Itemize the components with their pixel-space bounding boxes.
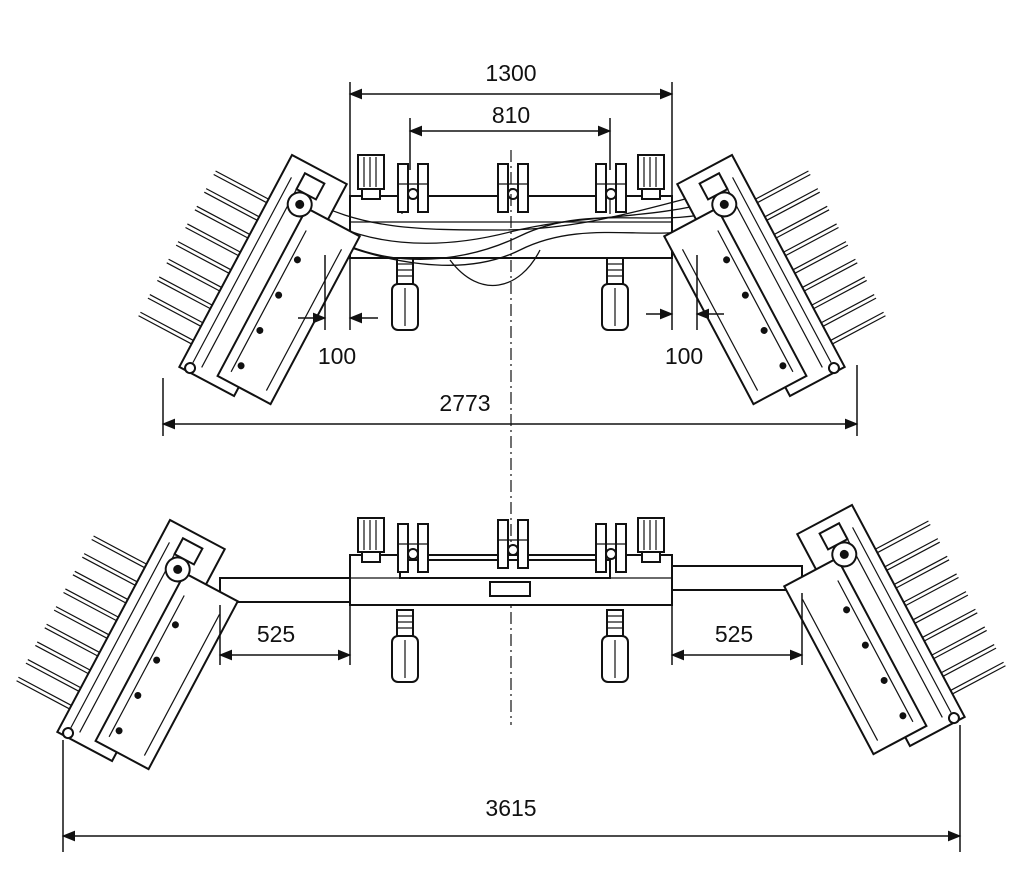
bottom-assembly bbox=[4, 477, 1018, 779]
dim-label-100-right: 100 bbox=[665, 343, 703, 369]
top-assembly bbox=[126, 127, 898, 414]
right-extension-arm bbox=[671, 565, 803, 591]
dim-label-100-left: 100 bbox=[318, 343, 356, 369]
dim-525-right: 525 bbox=[670, 593, 804, 665]
dim-2773: 2773 bbox=[161, 365, 859, 436]
dim-label-3615: 3615 bbox=[485, 795, 536, 821]
dim-label-525-left: 525 bbox=[257, 621, 295, 647]
left-extension-arm bbox=[219, 577, 351, 603]
dim-1300: 1300 bbox=[348, 60, 674, 196]
dim-label-1300: 1300 bbox=[485, 60, 536, 86]
dim-100-left: 100 bbox=[298, 255, 378, 369]
dim-100-right: 100 bbox=[646, 255, 724, 369]
dim-label-810: 810 bbox=[492, 102, 530, 128]
dim-label-2773: 2773 bbox=[439, 390, 490, 416]
dim-3615: 3615 bbox=[61, 725, 962, 852]
dim-525-left: 525 bbox=[218, 605, 352, 665]
dim-label-525-right: 525 bbox=[715, 621, 753, 647]
dim-810: 810 bbox=[408, 102, 612, 170]
